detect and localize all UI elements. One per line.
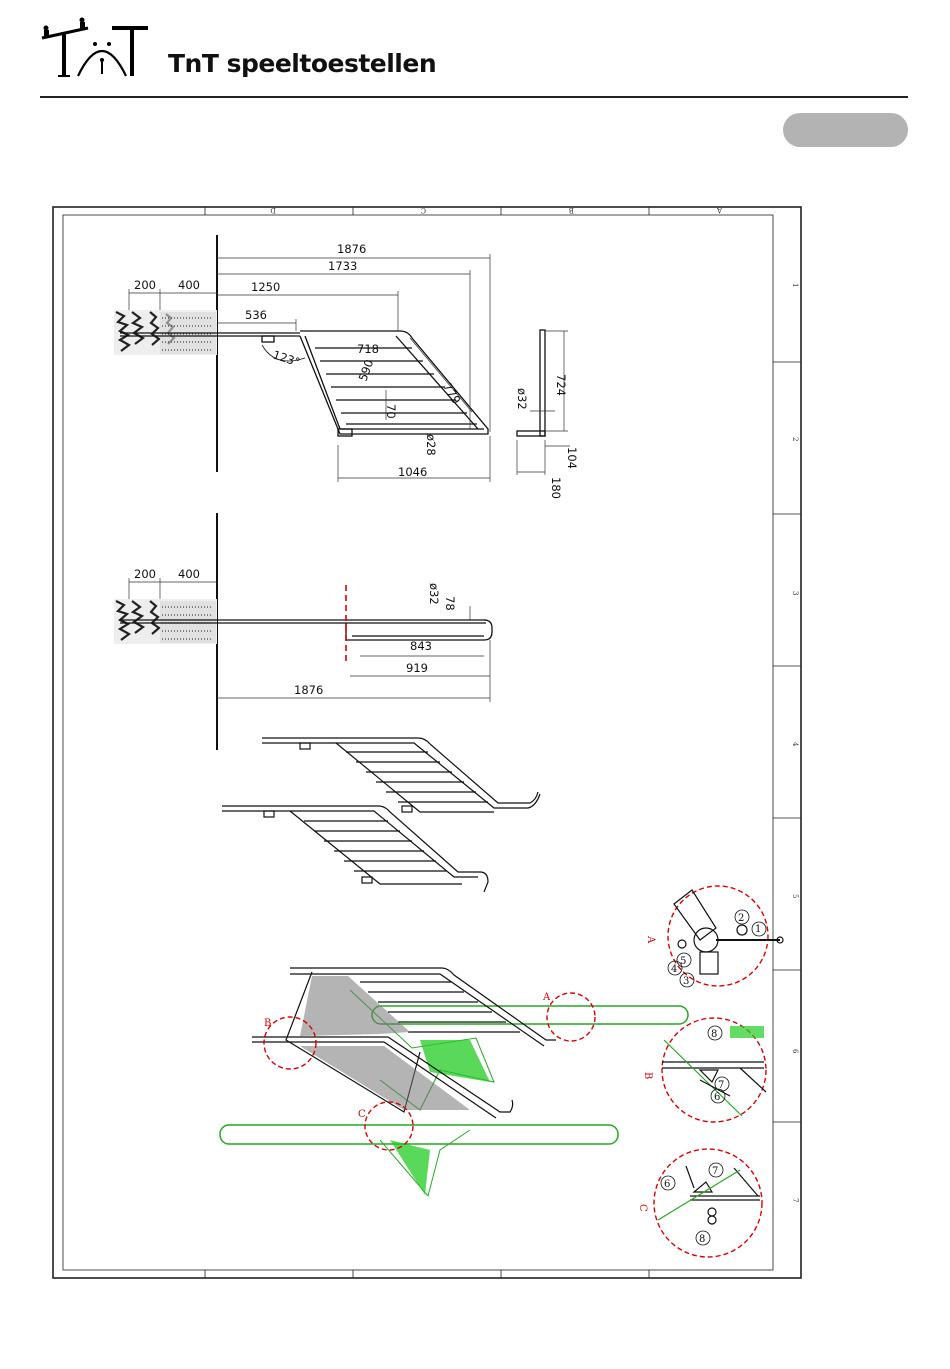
grid-label-d: D (270, 206, 276, 214)
detail-c-part-8: 8 (699, 1234, 705, 1245)
top-view: 200 400 ø32 78 843 919 1876 (114, 567, 492, 702)
dim-724: 724 (554, 374, 568, 396)
dim-78: 78 (443, 596, 457, 611)
dim-400: 400 (178, 278, 200, 292)
side-view: 1876 1733 1250 536 200 400 123° 718 590 … (114, 242, 490, 482)
detail-c: C 6 7 8 (637, 1149, 762, 1257)
dim-1876: 1876 (337, 242, 366, 256)
grid-label-2: 2 (791, 437, 799, 441)
detail-a-part-4: 4 (671, 964, 677, 975)
grid-label-5: 5 (791, 894, 799, 898)
assembly-label-b: B (264, 1018, 271, 1029)
detail-a-part-5: 5 (680, 956, 686, 967)
assembly-label-a: A (542, 992, 551, 1003)
dim-779: 779 (440, 381, 463, 407)
dim-28: ø28 (424, 434, 438, 456)
grid-label-7: 7 (791, 1198, 799, 1202)
grid-label-6: 6 (791, 1049, 799, 1054)
dim-1733: 1733 (328, 259, 357, 273)
dim-1876: 1876 (294, 683, 323, 697)
detail-b-part-7: 7 (718, 1080, 724, 1091)
dim-536: 536 (245, 308, 267, 322)
detail-b-part-8: 8 (711, 1029, 717, 1040)
grid-label-a: A (716, 206, 723, 214)
dim-400: 400 (178, 567, 200, 581)
detail-a-part-3: 3 (683, 976, 689, 987)
dim-104: 104 (565, 447, 579, 469)
grid-label-b: B (569, 206, 574, 214)
grid-label-3: 3 (791, 591, 799, 595)
grid-label-1: 1 (791, 283, 799, 287)
grid-label-c: C (421, 206, 426, 214)
gravel-fill-icon (114, 599, 217, 644)
dim-919: 919 (406, 661, 428, 675)
dim-70: 70 (384, 404, 398, 419)
dim-1250: 1250 (251, 280, 280, 294)
dim-718: 718 (357, 342, 379, 356)
detail-c-label: C (637, 1204, 648, 1212)
dim-32: ø32 (427, 583, 441, 605)
dim-1046: 1046 (398, 465, 427, 479)
detail-c-part-7: 7 (712, 1166, 718, 1177)
dim-200: 200 (134, 567, 156, 581)
assembly-view: A B C (220, 968, 688, 1196)
dim-123: 123° (271, 348, 302, 370)
detail-c-part-6: 6 (664, 1179, 670, 1190)
detail-a-part-2: 2 (738, 913, 744, 924)
detail-b: B 8 7 6 (642, 1018, 766, 1122)
isometric-rails (222, 738, 540, 892)
detail-a: A 1 2 3 4 5 (645, 886, 783, 987)
dim-180: 180 (549, 477, 563, 499)
grid-label-4: 4 (791, 742, 799, 747)
end-view: 724 ø32 104 180 (515, 330, 579, 499)
assembly-label-c: C (358, 1109, 366, 1120)
detail-a-label: A (645, 935, 656, 944)
dim-843: 843 (410, 639, 432, 653)
sheet-frame (53, 207, 801, 1278)
detail-b-part-6: 6 (714, 1092, 720, 1103)
detail-b-label: B (642, 1072, 653, 1079)
dim-32: ø32 (515, 388, 529, 410)
dim-200: 200 (134, 278, 156, 292)
detail-a-part-1: 1 (755, 924, 761, 935)
